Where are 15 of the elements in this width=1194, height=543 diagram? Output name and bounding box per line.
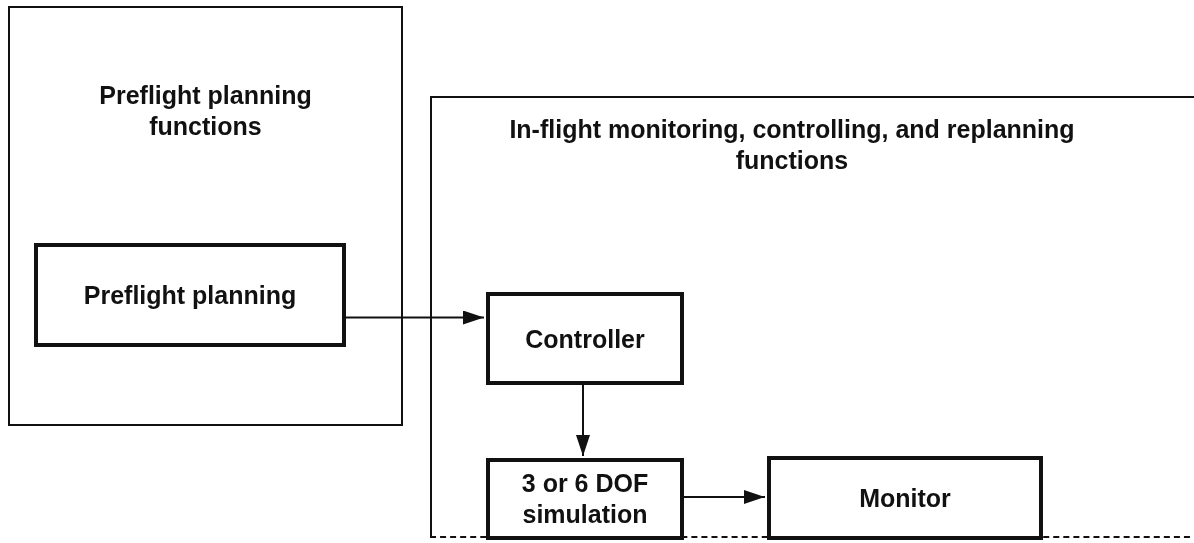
box-label: 3 or 6 DOF simulation	[520, 468, 650, 530]
box-label: Monitor	[858, 482, 952, 514]
group-panel	[8, 6, 403, 426]
group-title: Preflight planning functions	[98, 80, 313, 142]
process-box	[486, 292, 684, 385]
process-box	[486, 458, 684, 540]
process-box	[767, 456, 1043, 540]
box-label: Controller	[524, 323, 646, 354]
arrow	[343, 310, 485, 325]
box-label: Preflight planning	[82, 279, 298, 311]
arrow	[681, 490, 766, 504]
process-box	[34, 243, 346, 347]
arrow	[576, 382, 590, 457]
group-panel	[430, 96, 1194, 538]
group-title: In-flight monitoring, controlling, and replanning functions	[508, 114, 1076, 176]
